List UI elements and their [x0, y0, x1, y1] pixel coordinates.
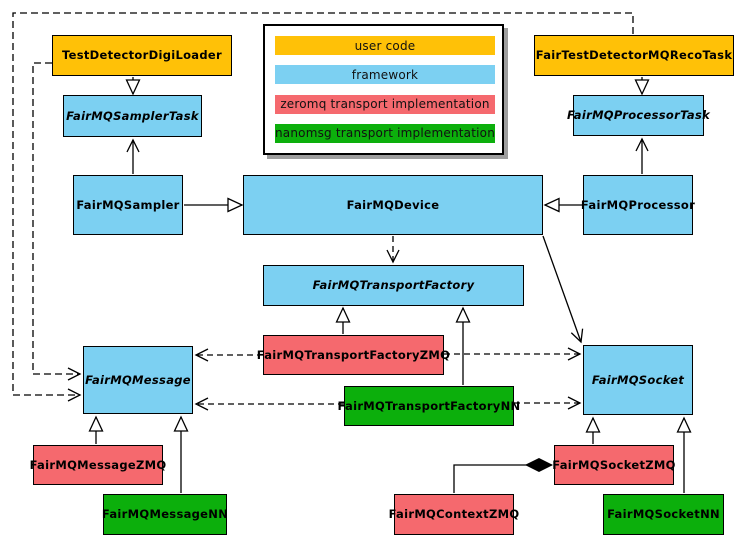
legend-item-nanomsg: nanomsg transport implementation — [275, 123, 495, 143]
node-fairmqsocketzmq: FairMQSocketZMQ — [552, 445, 675, 485]
edge-fairmqdevice-to-fairmqsocket — [542, 235, 584, 344]
node-fairmqtransportfactorynn: FairMQTransportFactoryNN — [338, 386, 520, 426]
legend-item-framework: framework — [275, 65, 495, 85]
node-fairmqsampler: FairMQSampler — [73, 175, 183, 235]
node-fairmqcontextzmq: FairMQContextZMQ — [389, 494, 519, 535]
edge-fairmqcontextzmq-to-fairmqsocketzmq — [453, 465, 552, 493]
node-fairmqsocketnn: FairMQSocketNN — [603, 494, 724, 535]
node-testdetectordigiloader: TestDetectorDigiLoader — [52, 35, 232, 76]
node-fairmqdevice: FairMQDevice — [243, 175, 543, 235]
node-fairmqmessagezmq: FairMQMessageZMQ — [30, 445, 166, 485]
node-fairmqtransportfactory: FairMQTransportFactory — [263, 265, 524, 306]
node-fairmqsocket: FairMQSocket — [583, 345, 693, 415]
legend-box: user code framework zeromq transport imp… — [263, 24, 504, 155]
node-fairmqtransportfactoryzmq: FairMQTransportFactoryZMQ — [257, 335, 450, 375]
node-fairmqprocessor: FairMQProcessor — [581, 175, 695, 235]
node-fairmqprocessortask: FairMQProcessorTask — [567, 95, 710, 136]
legend-item-user-code: user code — [275, 36, 495, 55]
node-fairmqmessagenn: FairMQMessageNN — [102, 494, 228, 535]
legend-item-zeromq: zeromq transport implementation — [275, 94, 495, 114]
node-fairmqmessage: FairMQMessage — [83, 346, 193, 414]
edge-fairtestdetectormqrecotask-to-fairmqmessage — [12, 12, 634, 402]
edge-testdetectordigiloader-to-fairmqmessage — [32, 62, 82, 381]
node-fairmqsamplertask: FairMQSamplerTask — [63, 95, 202, 137]
node-fairtestdetectormqrecotask: FairTestDetectorMQRecoTask — [534, 35, 734, 76]
